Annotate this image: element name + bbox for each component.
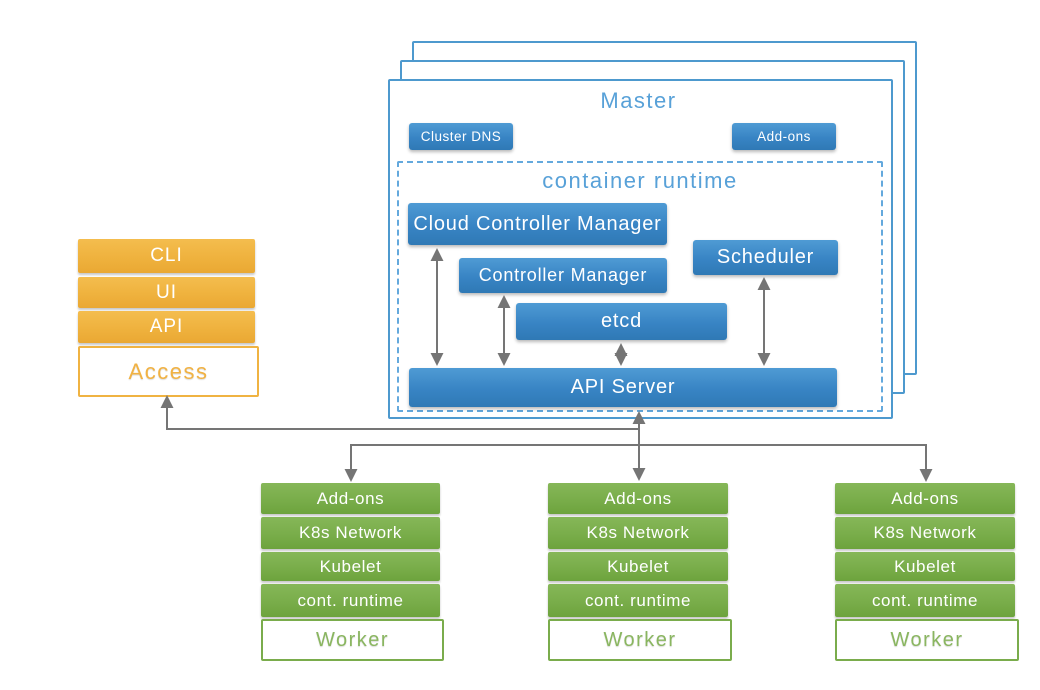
worker1-row-k8s-network: K8s Network: [261, 517, 440, 549]
container-runtime-title: container runtime: [542, 168, 738, 193]
worker1-label-box: Worker: [261, 619, 444, 661]
controller-manager-box: Controller Manager: [459, 258, 667, 293]
worker3-row-addons: Add-ons: [835, 483, 1015, 514]
container-runtime-frame: [397, 161, 883, 412]
access-row-api: API: [78, 311, 255, 343]
master-title: Master: [600, 88, 677, 113]
access-row-cli: CLI: [78, 239, 255, 273]
cluster-dns-box: Cluster DNS: [409, 123, 513, 150]
worker2-row-k8s-network: K8s Network: [548, 517, 728, 549]
worker2-row-kubelet: Kubelet: [548, 552, 728, 581]
worker3-row-kubelet: Kubelet: [835, 552, 1015, 581]
cloud-controller-manager-box: Cloud Controller Manager: [408, 203, 667, 245]
etcd-box: etcd: [516, 303, 727, 340]
worker3-row-cont-runtime: cont. runtime: [835, 584, 1015, 617]
scheduler-box: Scheduler: [693, 240, 838, 275]
add-ons-box: Add-ons: [732, 123, 836, 150]
worker1-row-addons: Add-ons: [261, 483, 440, 514]
worker1-row-cont-runtime: cont. runtime: [261, 584, 440, 617]
worker2-row-cont-runtime: cont. runtime: [548, 584, 728, 617]
worker3-row-k8s-network: K8s Network: [835, 517, 1015, 549]
access-label-box: Access: [78, 346, 259, 397]
worker2-row-addons: Add-ons: [548, 483, 728, 514]
access-row-ui: UI: [78, 277, 255, 308]
worker2-label-box: Worker: [548, 619, 732, 661]
worker1-row-kubelet: Kubelet: [261, 552, 440, 581]
arrow-apiserver-workers-icon: [344, 444, 933, 482]
api-server-box: API Server: [409, 368, 837, 407]
worker3-label-box: Worker: [835, 619, 1019, 661]
